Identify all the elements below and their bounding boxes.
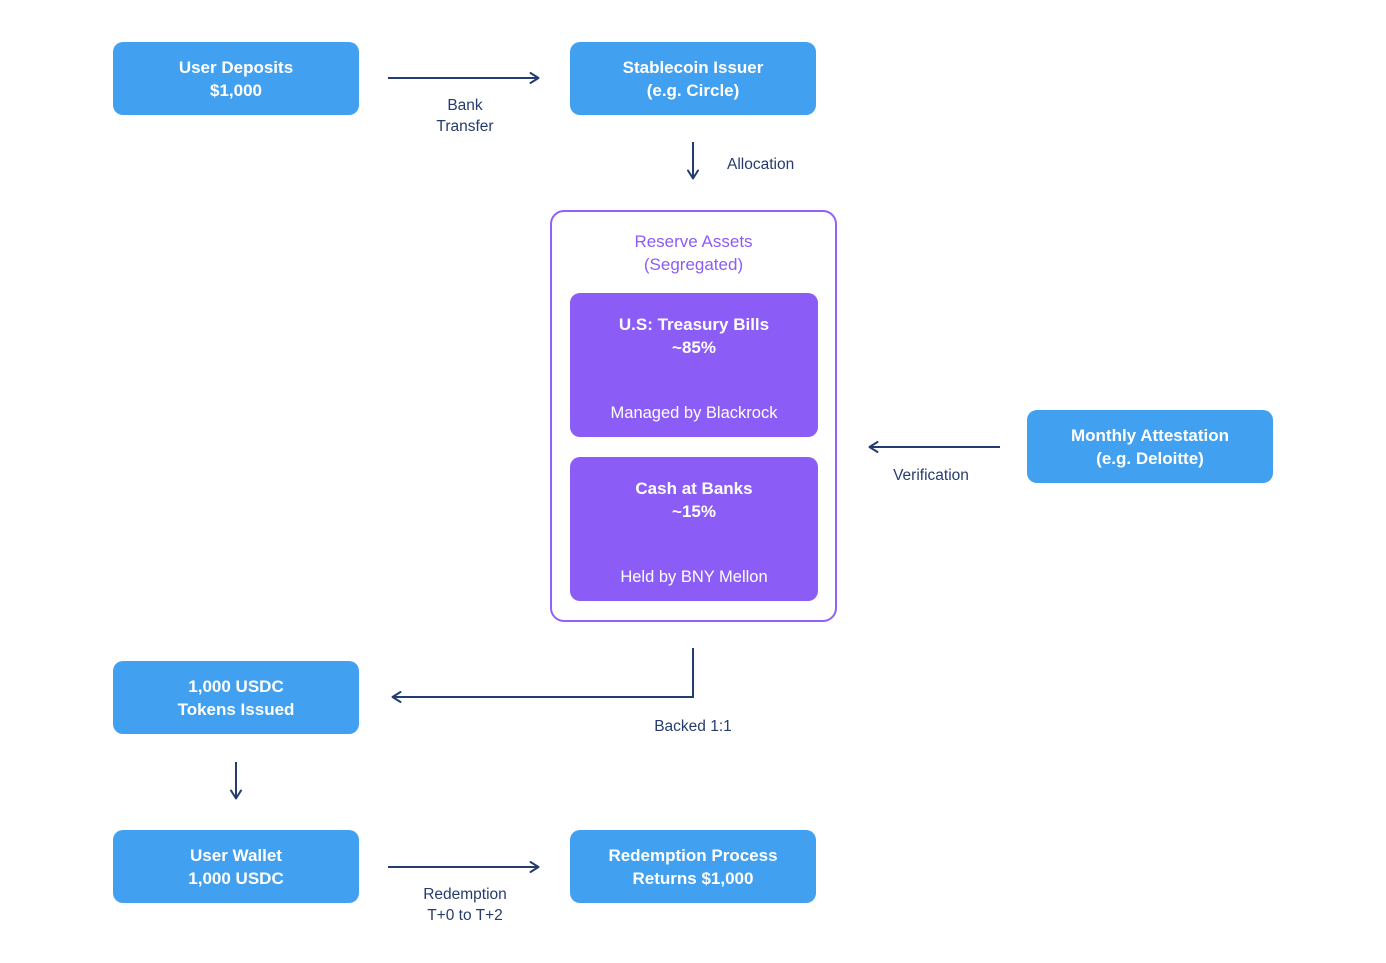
node-stablecoin-issuer-line1: Stablecoin Issuer (622, 57, 764, 77)
node-usdc-tokens: 1,000 USDC Tokens Issued (113, 661, 359, 734)
edge-label-bank-transfer: Bank Transfer (405, 95, 525, 137)
edge-label-verification: Verification (893, 467, 969, 484)
reserve-assets-title: Reserve Assets (Segregated) (552, 230, 835, 276)
node-usdc-tokens-line1: 1,000 USDC (188, 676, 284, 696)
node-monthly-attestation-line1: Monthly Attestation (1070, 425, 1230, 445)
treasury-bills-footer: Managed by Blackrock (610, 404, 778, 422)
node-redemption-process-line1: Redemption Process (608, 845, 778, 865)
reserve-assets-title-line1: Reserve Assets (634, 232, 753, 251)
node-treasury-bills: U.S: Treasury Bills ~85% Managed by Blac… (570, 293, 818, 437)
edge-label-redemption-line1: Redemption (423, 886, 507, 903)
node-stablecoin-issuer: Stablecoin Issuer (e.g. Circle) (570, 42, 816, 115)
node-cash-at-banks: Cash at Banks ~15% Held by BNY Mellon (570, 457, 818, 601)
treasury-bills-line2: ~85% (672, 338, 716, 357)
node-user-wallet: User Wallet 1,000 USDC (113, 830, 359, 903)
edge-label-redemption-line2: T+0 to T+2 (427, 907, 503, 924)
cash-at-banks-line2: ~15% (672, 502, 716, 521)
reserve-assets-title-line2: (Segregated) (643, 255, 744, 274)
node-monthly-attestation-line2: (e.g. Deloitte) (1096, 448, 1204, 468)
edge-label-bank-transfer-line1: Bank (447, 97, 483, 114)
node-monthly-attestation: Monthly Attestation (e.g. Deloitte) (1027, 410, 1273, 483)
node-reserve-assets-container: Reserve Assets (Segregated) U.S: Treasur… (550, 210, 837, 622)
node-user-deposits: User Deposits $1,000 (113, 42, 359, 115)
edge-label-redemption: Redemption T+0 to T+2 (405, 884, 525, 926)
node-user-wallet-line1: User Wallet (190, 845, 282, 865)
edge-label-bank-transfer-line2: Transfer (436, 118, 494, 135)
cash-at-banks-footer: Held by BNY Mellon (620, 568, 768, 586)
treasury-bills-title: U.S: Treasury Bills ~85% (570, 293, 818, 359)
node-usdc-tokens-line2: Tokens Issued (177, 699, 295, 719)
node-redemption-process: Redemption Process Returns $1,000 (570, 830, 816, 903)
edge-label-backed: Backed 1:1 (654, 718, 732, 735)
node-redemption-process-line2: Returns $1,000 (632, 868, 754, 888)
edge-backed-arrow (391, 648, 694, 703)
cash-at-banks-title: Cash at Banks ~15% (570, 457, 818, 523)
edge-label-allocation: Allocation (727, 156, 795, 173)
treasury-bills-line1: U.S: Treasury Bills (618, 315, 770, 334)
node-stablecoin-issuer-line2: (e.g. Circle) (646, 80, 740, 100)
node-user-wallet-line2: 1,000 USDC (188, 868, 284, 888)
node-user-deposits-line2: $1,000 (210, 80, 262, 100)
node-user-deposits-line1: User Deposits (178, 57, 294, 77)
cash-at-banks-line1: Cash at Banks (635, 479, 753, 498)
